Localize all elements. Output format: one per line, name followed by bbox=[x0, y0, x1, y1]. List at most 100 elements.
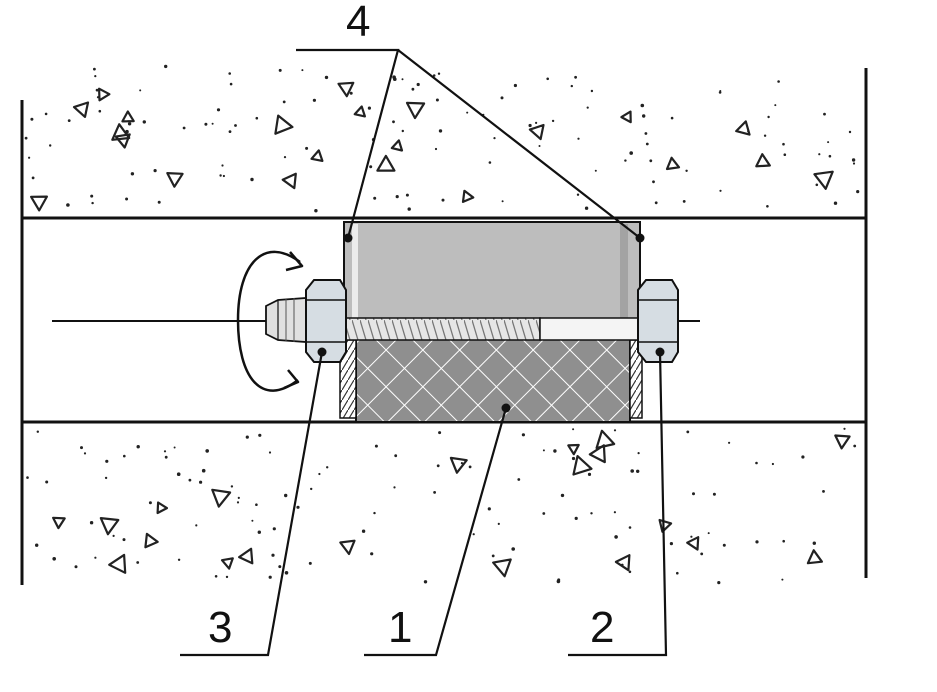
aggregate-dot bbox=[636, 469, 640, 473]
aggregate-triangle bbox=[461, 189, 475, 203]
aggregate-dot bbox=[31, 176, 35, 180]
aggregate-dot bbox=[52, 557, 56, 561]
aggregate-dot bbox=[271, 553, 275, 557]
aggregate-dot bbox=[24, 136, 28, 140]
aggregate-triangle bbox=[567, 443, 580, 456]
aggregate-dot bbox=[411, 87, 415, 91]
aggregate-dot bbox=[394, 454, 398, 458]
aggregate-triangle bbox=[834, 434, 851, 450]
aggregate-dot bbox=[628, 526, 632, 529]
aggregate-dot bbox=[637, 452, 640, 455]
aggregate-dot bbox=[405, 193, 409, 197]
aggregate-dot bbox=[164, 455, 168, 459]
aggregate-dot bbox=[157, 200, 161, 204]
aggregate-dot bbox=[250, 177, 254, 182]
aggregate-dot bbox=[466, 111, 469, 114]
aggregate-dot bbox=[163, 450, 167, 453]
aggregate-triangle bbox=[595, 429, 616, 450]
aggregate-dot bbox=[511, 547, 515, 551]
aggregate-triangle bbox=[211, 488, 232, 508]
aggregate-dot bbox=[584, 206, 589, 210]
aggregate-triangle bbox=[658, 518, 673, 533]
aggregate-dot bbox=[401, 78, 404, 81]
aggregate-dot bbox=[712, 492, 716, 496]
aggregate-dot bbox=[205, 449, 209, 453]
aggregate-dot bbox=[123, 454, 126, 458]
aggregate-dot bbox=[719, 189, 722, 192]
aggregate-dot bbox=[214, 575, 218, 578]
aggregate-dot bbox=[468, 465, 472, 469]
aggregate-dot bbox=[594, 169, 597, 172]
aggregate-dot bbox=[856, 190, 860, 194]
aggregate-triangle bbox=[376, 154, 396, 172]
aggregate-dot bbox=[782, 142, 785, 146]
aggregate-dot bbox=[423, 580, 428, 584]
aggregate-dot bbox=[487, 507, 491, 511]
aggregate-dot bbox=[815, 183, 819, 187]
aggregate-dot bbox=[392, 75, 396, 79]
aggregate-dot bbox=[491, 554, 495, 558]
aggregate-dot bbox=[590, 512, 593, 515]
aggregate-triangle bbox=[144, 532, 159, 549]
aggregate-dot bbox=[369, 165, 373, 169]
aggregate-dot bbox=[105, 459, 109, 463]
aggregate-triangle bbox=[121, 110, 135, 123]
aggregate-dot bbox=[236, 501, 240, 504]
aggregate-dot bbox=[852, 162, 856, 165]
aggregate-dot bbox=[251, 519, 254, 522]
aggregate-dot bbox=[35, 543, 39, 547]
aggregate-dot bbox=[182, 126, 186, 130]
aggregate-dot bbox=[93, 67, 96, 71]
aggregate-dot bbox=[669, 542, 674, 546]
aggregate-triangle bbox=[156, 501, 168, 515]
aggregate-dot bbox=[255, 503, 258, 507]
aggregate-dot bbox=[551, 119, 555, 123]
leader-dots bbox=[317, 233, 665, 413]
aggregate-triangle bbox=[310, 149, 324, 162]
aggregate-dot bbox=[848, 130, 852, 134]
aggregate-dot bbox=[624, 159, 627, 162]
aggregate-dot bbox=[613, 429, 617, 432]
aggregate-dot bbox=[308, 561, 312, 565]
aggregate-dot bbox=[801, 455, 805, 459]
leader-lines bbox=[180, 48, 668, 657]
aggregate-triangle bbox=[30, 195, 49, 212]
aggregate-dot bbox=[268, 451, 272, 454]
aggregate-dot bbox=[692, 492, 695, 496]
aggregate-dot bbox=[272, 527, 276, 531]
aggregate-dot bbox=[500, 96, 504, 100]
callout-label-1: 1 bbox=[388, 603, 412, 652]
aggregate-dot bbox=[767, 115, 770, 119]
threaded-rod bbox=[265, 297, 639, 343]
aggregate-dot bbox=[222, 174, 225, 178]
aggregate-dot bbox=[283, 156, 287, 159]
concrete-lower bbox=[26, 427, 857, 585]
aggregate-dot bbox=[774, 104, 777, 107]
aggregate-dot bbox=[44, 112, 48, 116]
aggregate-dot bbox=[586, 106, 589, 109]
aggregate-dot bbox=[199, 480, 203, 484]
aggregate-dot bbox=[94, 556, 97, 559]
aggregate-dot bbox=[282, 100, 286, 104]
aggregate-triangle bbox=[449, 456, 468, 474]
aggregate-dot bbox=[127, 122, 132, 126]
aggregate-dot bbox=[125, 197, 129, 201]
aggregate-dot bbox=[828, 154, 832, 158]
aggregate-triangle bbox=[528, 123, 545, 141]
aggregate-dot bbox=[95, 88, 99, 92]
aggregate-dot bbox=[827, 141, 830, 144]
aggregate-dot bbox=[36, 430, 39, 433]
aggregate-dot bbox=[136, 445, 140, 449]
aggregate-dot bbox=[590, 89, 594, 93]
aggregate-dot bbox=[90, 194, 94, 198]
aggregate-triangle bbox=[755, 153, 771, 168]
aggregate-dot bbox=[278, 68, 282, 72]
aggregate-triangle bbox=[665, 156, 681, 171]
aggregate-dot bbox=[245, 435, 249, 439]
aggregate-dot bbox=[777, 80, 780, 83]
aggregate-dot bbox=[255, 116, 259, 120]
aggregate-triangle bbox=[274, 114, 294, 135]
aggregate-dot bbox=[136, 561, 140, 564]
